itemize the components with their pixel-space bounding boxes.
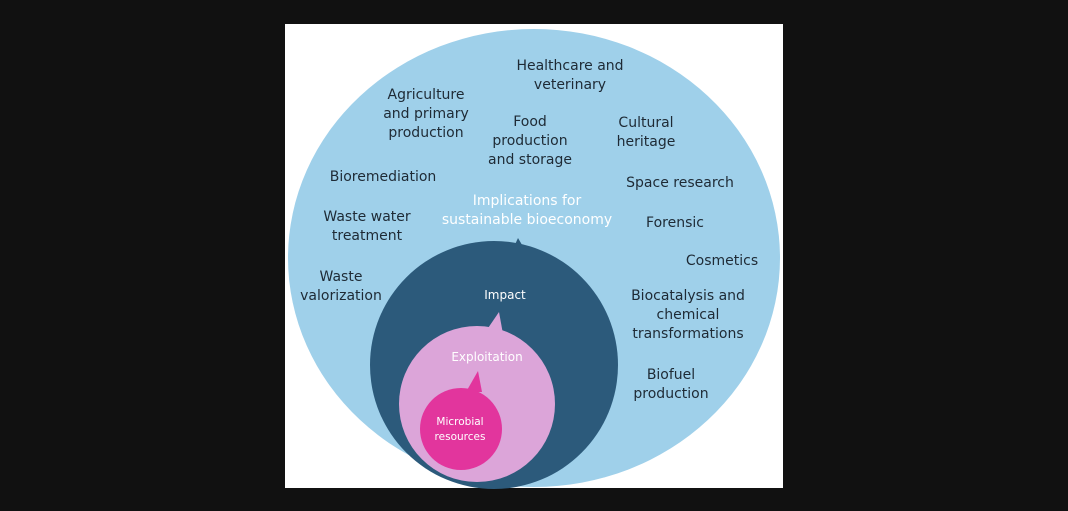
bioeconomy-label-line-1: Implications for <box>472 193 582 209</box>
label-forensic: Forensic <box>646 214 704 233</box>
label-biocatalysis-line: Biocatalysis and <box>631 288 745 304</box>
label-healthcare-line: Healthcare and <box>516 58 624 74</box>
label-food-line: production <box>492 133 568 149</box>
label-biocatalysis: Biocatalysis and chemical transformation… <box>631 287 745 344</box>
label-wastewater-line: Waste water <box>323 209 411 225</box>
label-biocatalysis-line: transformations <box>632 326 744 342</box>
label-healthcare: Healthcare and veterinary <box>516 57 623 95</box>
label-food: Food production and storage <box>488 113 572 170</box>
microbial-resources-label: Microbial resources <box>435 415 486 445</box>
label-cosmetics-line: Cosmetics <box>685 253 759 269</box>
label-agriculture: Agriculture and primary production <box>383 86 469 143</box>
label-cultural-line: heritage <box>616 134 676 150</box>
microbial-label-line-1: Microbial <box>436 416 484 428</box>
label-waste-water: Waste water treatment <box>323 208 410 246</box>
bioeconomy-label-line-2: sustainable bioeconomy <box>441 212 613 228</box>
label-waste-valorization: Waste valorization <box>300 268 382 306</box>
label-biofuel: Biofuel production <box>633 366 708 404</box>
label-waste-valorization-line: valorization <box>300 288 382 304</box>
microbial-label-line-2: resources <box>434 431 486 443</box>
label-bioremediation-line: Bioremediation <box>329 169 437 185</box>
label-healthcare-line: veterinary <box>533 77 607 93</box>
label-agriculture-line: Agriculture <box>387 87 465 103</box>
label-cultural-heritage: Cultural heritage <box>617 114 676 152</box>
label-space-line: Space research <box>626 175 734 191</box>
label-wastewater-line: treatment <box>331 228 403 244</box>
label-forensic-line: Forensic <box>646 215 704 231</box>
label-space-research: Space research <box>626 174 734 193</box>
label-agriculture-line: and primary <box>383 106 469 122</box>
label-biofuel-line: production <box>633 386 709 402</box>
label-bioremediation: Bioremediation <box>330 168 437 187</box>
label-cosmetics: Cosmetics <box>686 252 758 271</box>
label-agriculture-line: production <box>388 125 464 141</box>
bioeconomy-label: Implications for sustainable bioeconomy <box>442 192 612 230</box>
impact-label: Impact <box>484 288 526 302</box>
label-waste-valorization-line: Waste <box>319 269 363 285</box>
label-food-line: Food <box>513 114 547 130</box>
microbial-resources-circle <box>420 388 502 470</box>
label-food-line: and storage <box>488 152 572 168</box>
exploitation-label: Exploitation <box>451 350 523 364</box>
label-biocatalysis-line: chemical <box>656 307 720 323</box>
label-cultural-line: Cultural <box>618 115 674 131</box>
label-biofuel-line: Biofuel <box>646 367 696 383</box>
microbial-circle-pointer <box>466 371 482 392</box>
